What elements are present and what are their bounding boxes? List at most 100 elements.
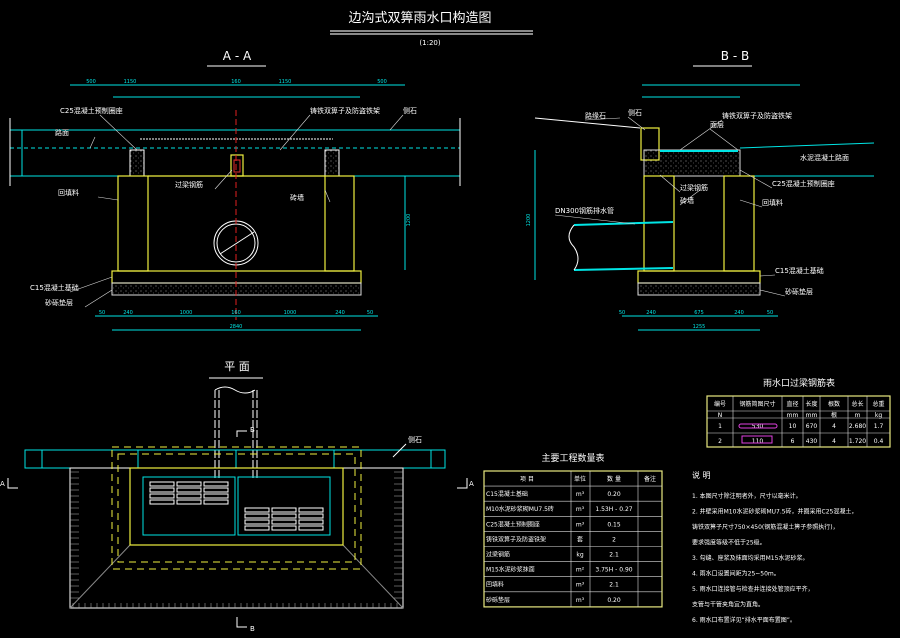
bb-label: 侧石 <box>628 108 642 117</box>
table-cell: 1.53H - 0.27 <box>595 506 632 513</box>
grate-slot <box>176 493 202 499</box>
bb-bottom-dim: 240 <box>734 310 744 316</box>
grate-slot <box>176 499 202 505</box>
grate-slot <box>176 487 202 493</box>
table-frame <box>706 395 891 448</box>
table-cell: 0.15 <box>607 521 621 528</box>
grate-slot <box>298 513 324 519</box>
aa-label: C15混凝土基础 <box>30 283 79 292</box>
drawing-scale: (1:20) <box>419 39 440 47</box>
note-line: 支管与干管夹角宜为直角。 <box>692 601 764 609</box>
bb-bottom-dim: 50 <box>619 310 625 316</box>
bb-label: 砖墙 <box>680 196 694 205</box>
grate-slot <box>203 481 229 487</box>
note-line: 4. 雨水口设置间距为25~50m。 <box>692 570 780 578</box>
table-header: 总重 <box>872 400 884 408</box>
table-cell: 砂砾垫层 <box>486 596 510 604</box>
drawing-title: 边沟式双箅雨水口构造图 <box>348 10 491 26</box>
table-cell: 2 <box>718 438 722 445</box>
table-cell: 0.20 <box>607 597 621 604</box>
table-cell: 过梁钢筋 <box>486 551 510 559</box>
table-cell: 2.680 <box>849 423 866 430</box>
table-cell: m² <box>576 567 585 574</box>
aa-bottom-dim: 1000 <box>284 310 297 316</box>
grate-slot <box>244 525 270 531</box>
grate-slot <box>244 507 270 513</box>
bb-bottom-dim: 240 <box>646 310 656 316</box>
bb-label: 水泥混凝土路面 <box>800 153 849 162</box>
aa-label: 侧石 <box>403 106 417 115</box>
table-cell: m³ <box>576 582 585 589</box>
note-line: 3. 勾缝、座浆及抹面均采用M15水泥砂浆。 <box>692 554 808 562</box>
table-cell: 铸铁双箅子及防盗铁架 <box>486 535 546 543</box>
bb-side-dim: 1200 <box>526 214 532 227</box>
table-cell: 670 <box>806 423 818 430</box>
section-mark-b-bottom: B <box>250 625 255 633</box>
table-header: 编号 <box>714 400 726 408</box>
table-unit: 根 <box>831 411 837 419</box>
note-line: 5. 雨水口连接管与检查井连接处管顶应平齐， <box>692 585 814 593</box>
plan-curb-label: 侧石 <box>408 435 422 444</box>
bb-label: 过梁钢筋 <box>680 183 708 192</box>
note-line: 1. 本图尺寸除注明者外，尺寸以毫米计。 <box>692 492 802 500</box>
grate-slot <box>203 499 229 505</box>
section-aa-title: A - A <box>223 49 252 63</box>
plan-title: 平 面 <box>224 360 250 373</box>
aa-label: 过梁钢筋 <box>175 180 203 189</box>
table-cell: 430 <box>806 438 818 445</box>
aa-top-dim: 1150 <box>124 79 137 85</box>
table-cell: 2.1 <box>609 582 619 589</box>
aa-bottom-dim: 50 <box>99 310 105 316</box>
aa-label: 铸铁双箅子及防盗铁架 <box>310 106 380 115</box>
bb-bottom-dim: 675 <box>694 310 704 316</box>
table-cell: 0.4 <box>874 438 884 445</box>
bb-label: 路缘石 <box>585 111 606 120</box>
section-mark-b-top: B <box>250 426 255 434</box>
table-cell: C25混凝土预制圈座 <box>486 520 540 528</box>
table-cell: 6 <box>791 438 795 445</box>
grate-slot <box>244 519 270 525</box>
plan-view: 平 面 侧石 B B A A <box>0 360 474 633</box>
table-header: 长度 <box>805 400 817 408</box>
table-unit: kg <box>875 412 882 419</box>
aa-bottom-dim: 1000 <box>180 310 193 316</box>
grate-slot <box>298 519 324 525</box>
table-cell: 2.1 <box>609 552 619 559</box>
note-line: 铸铁双箅子尺寸750×450(钢筋混凝土箅子参照执行)， <box>692 523 839 531</box>
table-unit: mm <box>806 412 818 419</box>
table-cell: 110 <box>752 438 764 445</box>
table-cell: 1.720 <box>849 438 866 445</box>
rebar-shape-1 <box>738 423 778 429</box>
grate-slot <box>271 519 297 525</box>
rebar-table-title: 雨水口过梁钢筋表 <box>763 377 835 389</box>
table-cell: m³ <box>576 597 585 604</box>
aa-label: C25混凝土预制圈座 <box>60 106 123 115</box>
section-bb-title: B - B <box>721 49 749 63</box>
aa-label: 回填料 <box>58 188 79 197</box>
bb-label: 面层 <box>710 121 724 129</box>
aa-total-dim: 2840 <box>230 324 243 330</box>
aa-bottom-dim: 160 <box>231 310 241 316</box>
aa-top-dim: 500 <box>86 79 96 85</box>
aa-top-dim: 500 <box>377 79 387 85</box>
table-cell: m³ <box>576 521 585 528</box>
table-header: 单位 <box>574 475 586 483</box>
bb-label: 回填料 <box>762 198 783 207</box>
notes-title: 说 明 <box>692 470 711 480</box>
table-header: 直径 <box>786 400 798 408</box>
table-unit: m <box>855 412 861 419</box>
aa-bottom-dim: 240 <box>123 310 133 316</box>
table-cell: 回填料 <box>486 581 504 589</box>
table-cell: 3.75H - 0.90 <box>595 567 632 574</box>
bb-label: 砂砾垫层 <box>785 287 813 296</box>
table-cell: 1 <box>718 423 722 430</box>
note-line: 2. 井壁采用M10水泥砂浆砌MU7.5砖，井圈采用C25混凝土， <box>692 508 857 516</box>
table-frame <box>483 470 663 608</box>
rebar-shape-2 <box>741 435 773 444</box>
table-cell: 530 <box>752 423 764 430</box>
table-cell: M10水泥砂浆砌MU7.5砖 <box>486 505 554 513</box>
